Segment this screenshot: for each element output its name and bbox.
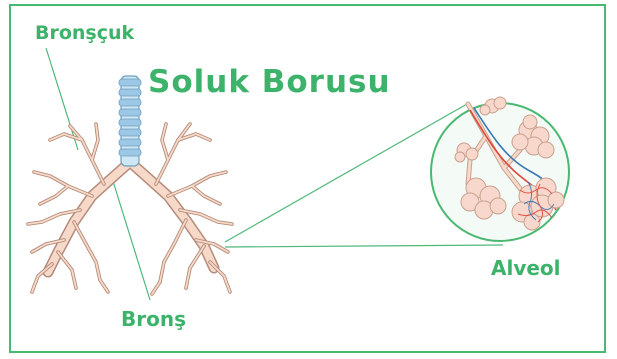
lungs-bronchial-tree-illustration [28, 76, 232, 294]
trachea-illustration [119, 76, 141, 166]
zoom-leader-lower [225, 245, 503, 247]
alveolus-label: Alveol [491, 256, 561, 280]
trachea-label: Soluk Borusu [148, 64, 391, 100]
bronchus-label: Bronş [121, 307, 186, 331]
alveoli-zoom-circle [431, 97, 569, 241]
bronchiole-label: Bronşçuk [35, 22, 134, 44]
bronchus-leader-line [112, 178, 150, 300]
